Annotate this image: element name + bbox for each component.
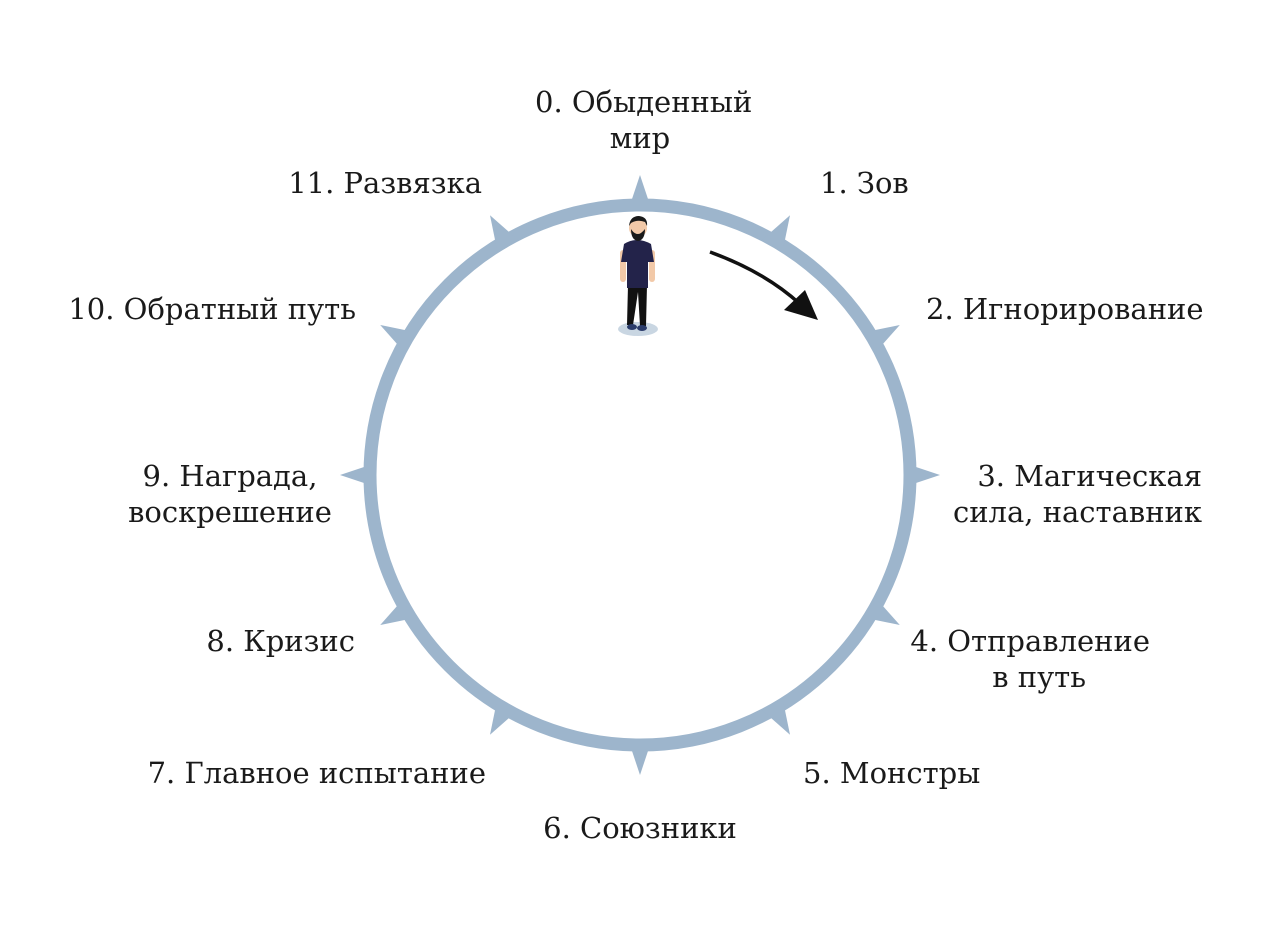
arrow-curve bbox=[709, 250, 802, 306]
hero-torso bbox=[621, 240, 654, 288]
stage-label-0: 0. Обыденный мир bbox=[535, 84, 753, 156]
stage-label-3-line-2: сила, наставник bbox=[952, 495, 1202, 529]
stage-marker-1 bbox=[761, 215, 790, 253]
hero-beard bbox=[631, 229, 645, 241]
stage-label-0-line-1: 0. Обыденный bbox=[535, 85, 753, 119]
stage-label-5: 5. Монстры bbox=[803, 755, 980, 791]
stage-label-9-line-1: 9. Награда, bbox=[142, 459, 318, 493]
stage-label-7: 7. Главное испытание bbox=[140, 755, 486, 791]
stage-label-4-line-2: в путь bbox=[992, 660, 1086, 694]
direction-arrow bbox=[709, 250, 818, 320]
stage-label-8: 8. Кризис bbox=[160, 623, 355, 659]
stage-marker-2 bbox=[862, 325, 900, 354]
stage-label-6: 6. Союзники bbox=[520, 810, 760, 846]
stage-marker-6 bbox=[628, 739, 652, 775]
stage-label-10: 10. Обратный путь bbox=[60, 291, 356, 327]
stage-label-10-line-1: 10. Обратный путь bbox=[68, 292, 356, 326]
hero-legs bbox=[627, 285, 647, 326]
stage-marker-4 bbox=[862, 596, 900, 625]
stage-label-4-line-1: 4. Отправление bbox=[910, 624, 1150, 658]
stage-label-4: 4. Отправление в путь bbox=[910, 623, 1150, 695]
stage-marker-10 bbox=[380, 325, 418, 354]
stage-label-6-line-1: 6. Союзники bbox=[543, 811, 737, 845]
stage-marker-5 bbox=[761, 697, 790, 735]
hero-shoe-left bbox=[627, 324, 637, 330]
stage-label-9: 9. Награда, воскрешение bbox=[110, 458, 350, 530]
stage-label-1: 1. Зов bbox=[820, 165, 909, 201]
stage-marker-11 bbox=[490, 215, 519, 253]
hero-hair bbox=[629, 216, 648, 226]
stage-marker-3 bbox=[904, 463, 940, 487]
hero-figure bbox=[618, 216, 658, 336]
stage-marker-9 bbox=[340, 463, 376, 487]
stage-marker-0 bbox=[628, 175, 652, 211]
arrow-head-icon bbox=[784, 290, 818, 320]
stage-label-3: 3. Магическая сила, наставник bbox=[940, 458, 1202, 530]
hero-shoe-right bbox=[637, 325, 647, 331]
stage-marker-7 bbox=[490, 697, 519, 735]
stage-marker-8 bbox=[380, 596, 418, 625]
stage-label-9-line-2: воскрешение bbox=[128, 495, 332, 529]
stage-label-5-line-1: 5. Монстры bbox=[803, 756, 981, 790]
stage-label-3-line-1: 3. Магическая bbox=[977, 459, 1202, 493]
stage-label-11-line-1: 11. Развязка bbox=[288, 166, 482, 200]
stage-label-8-line-1: 8. Кризис bbox=[206, 624, 355, 658]
stage-label-11: 11. Развязка bbox=[250, 165, 482, 201]
stage-label-2: 2. Игнорирование bbox=[926, 291, 1204, 327]
stage-label-1-line-1: 1. Зов bbox=[820, 166, 909, 200]
stage-label-2-line-1: 2. Игнорирование bbox=[926, 292, 1204, 326]
stage-markers bbox=[340, 175, 940, 775]
stage-label-7-line-1: 7. Главное испытание bbox=[147, 756, 486, 790]
stage-label-0-line-2: мир bbox=[609, 121, 671, 155]
